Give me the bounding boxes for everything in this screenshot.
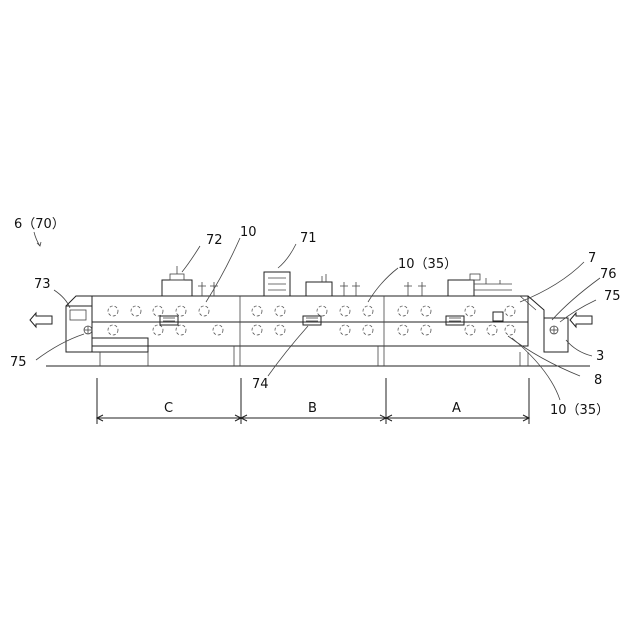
label-10-top: 10 — [240, 225, 257, 240]
label-74: 74 — [252, 377, 269, 392]
label-machine: 6（70） — [14, 217, 65, 232]
label-72: 72 — [206, 233, 223, 248]
label-75-left: 75 — [10, 355, 27, 370]
label-3: 3 — [596, 349, 604, 364]
label-7: 7 — [588, 251, 596, 266]
roller-row-top — [108, 306, 515, 316]
top-equipment — [162, 266, 512, 296]
exit-arrow — [30, 313, 52, 327]
label-10-35-bottom: 10（35） — [550, 403, 609, 418]
support-legs — [234, 346, 384, 366]
zone-label-a: A — [452, 401, 461, 416]
label-73: 73 — [34, 277, 51, 292]
label-71: 71 — [300, 231, 317, 246]
entry-arrow — [570, 313, 592, 327]
control-panel — [66, 296, 148, 366]
zone-label-c: C — [164, 401, 173, 416]
label-76: 76 — [600, 267, 617, 282]
label-8: 8 — [594, 373, 602, 388]
label-75-right: 75 — [604, 289, 621, 304]
label-10-35-top: 10（35） — [398, 257, 457, 272]
roller-row-bottom — [108, 325, 515, 335]
zone-label-b: B — [308, 401, 317, 416]
burner-boxes — [160, 312, 503, 325]
